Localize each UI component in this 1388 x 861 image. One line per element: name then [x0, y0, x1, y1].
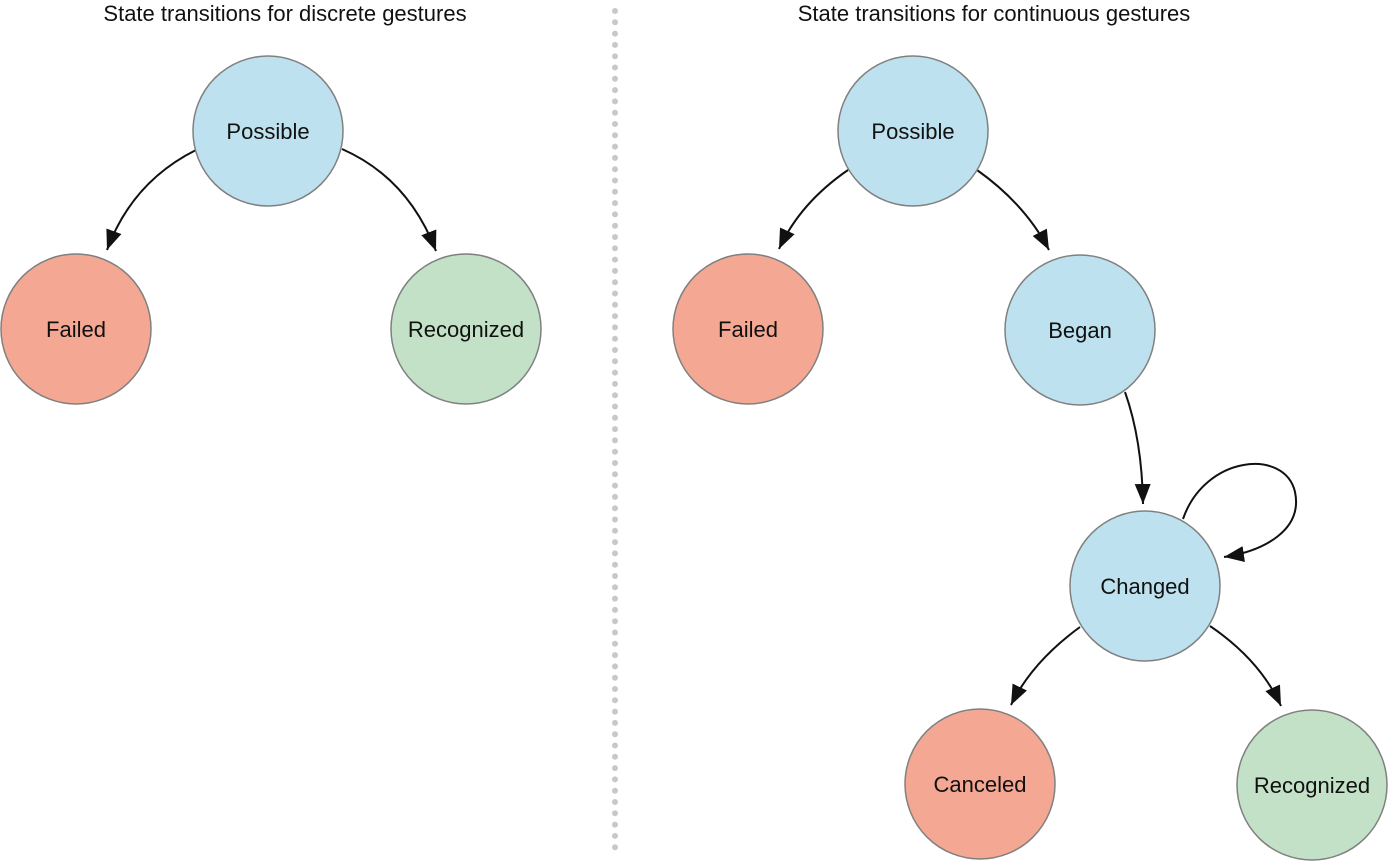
- continuous-node-recognized: Recognized: [1236, 709, 1388, 861]
- continuous-node-changed: Changed: [1069, 510, 1221, 662]
- edge-continuous-changed-self-loop: [1182, 463, 1298, 562]
- discrete-node-failed: Failed: [0, 253, 152, 405]
- node-label: Failed: [718, 317, 778, 342]
- node-circle: [390, 253, 542, 405]
- continuous-panel-title: State transitions for continuous gesture…: [798, 1, 1191, 26]
- edge-discrete-possible-to-failed: [106, 149, 197, 251]
- continuous-node-failed: Failed: [672, 253, 824, 405]
- discrete-panel-title: State transitions for discrete gestures: [103, 1, 466, 26]
- discrete-node-recognized: Recognized: [390, 253, 542, 405]
- node-circle: [672, 253, 824, 405]
- node-label: Canceled: [934, 772, 1027, 797]
- edge-continuous-changed-to-canceled: [1010, 626, 1081, 706]
- node-label: Recognized: [1254, 773, 1370, 798]
- discrete-node-possible: Possible: [192, 55, 344, 207]
- edge-discrete-possible-to-recognized: [341, 148, 437, 252]
- node-circle: [0, 253, 152, 405]
- edge-continuous-possible-to-began: [976, 169, 1050, 251]
- node-label: Changed: [1100, 574, 1189, 599]
- node-circle: [192, 55, 344, 207]
- node-circle: [1236, 709, 1388, 861]
- edge-continuous-began-to-changed: [1124, 391, 1151, 505]
- node-label: Recognized: [408, 317, 524, 342]
- node-label: Began: [1048, 318, 1112, 343]
- node-label: Possible: [871, 119, 954, 144]
- edge-continuous-changed-to-recognized: [1209, 625, 1282, 707]
- node-circle: [904, 708, 1056, 860]
- node-circle: [837, 55, 989, 207]
- node-circle: [1069, 510, 1221, 662]
- edge-continuous-possible-to-failed: [778, 169, 849, 250]
- continuous-node-possible: Possible: [837, 55, 989, 207]
- continuous-node-began: Began: [1004, 254, 1156, 406]
- continuous-node-canceled: Canceled: [904, 708, 1056, 860]
- node-label: Failed: [46, 317, 106, 342]
- node-circle: [1004, 254, 1156, 406]
- node-label: Possible: [226, 119, 309, 144]
